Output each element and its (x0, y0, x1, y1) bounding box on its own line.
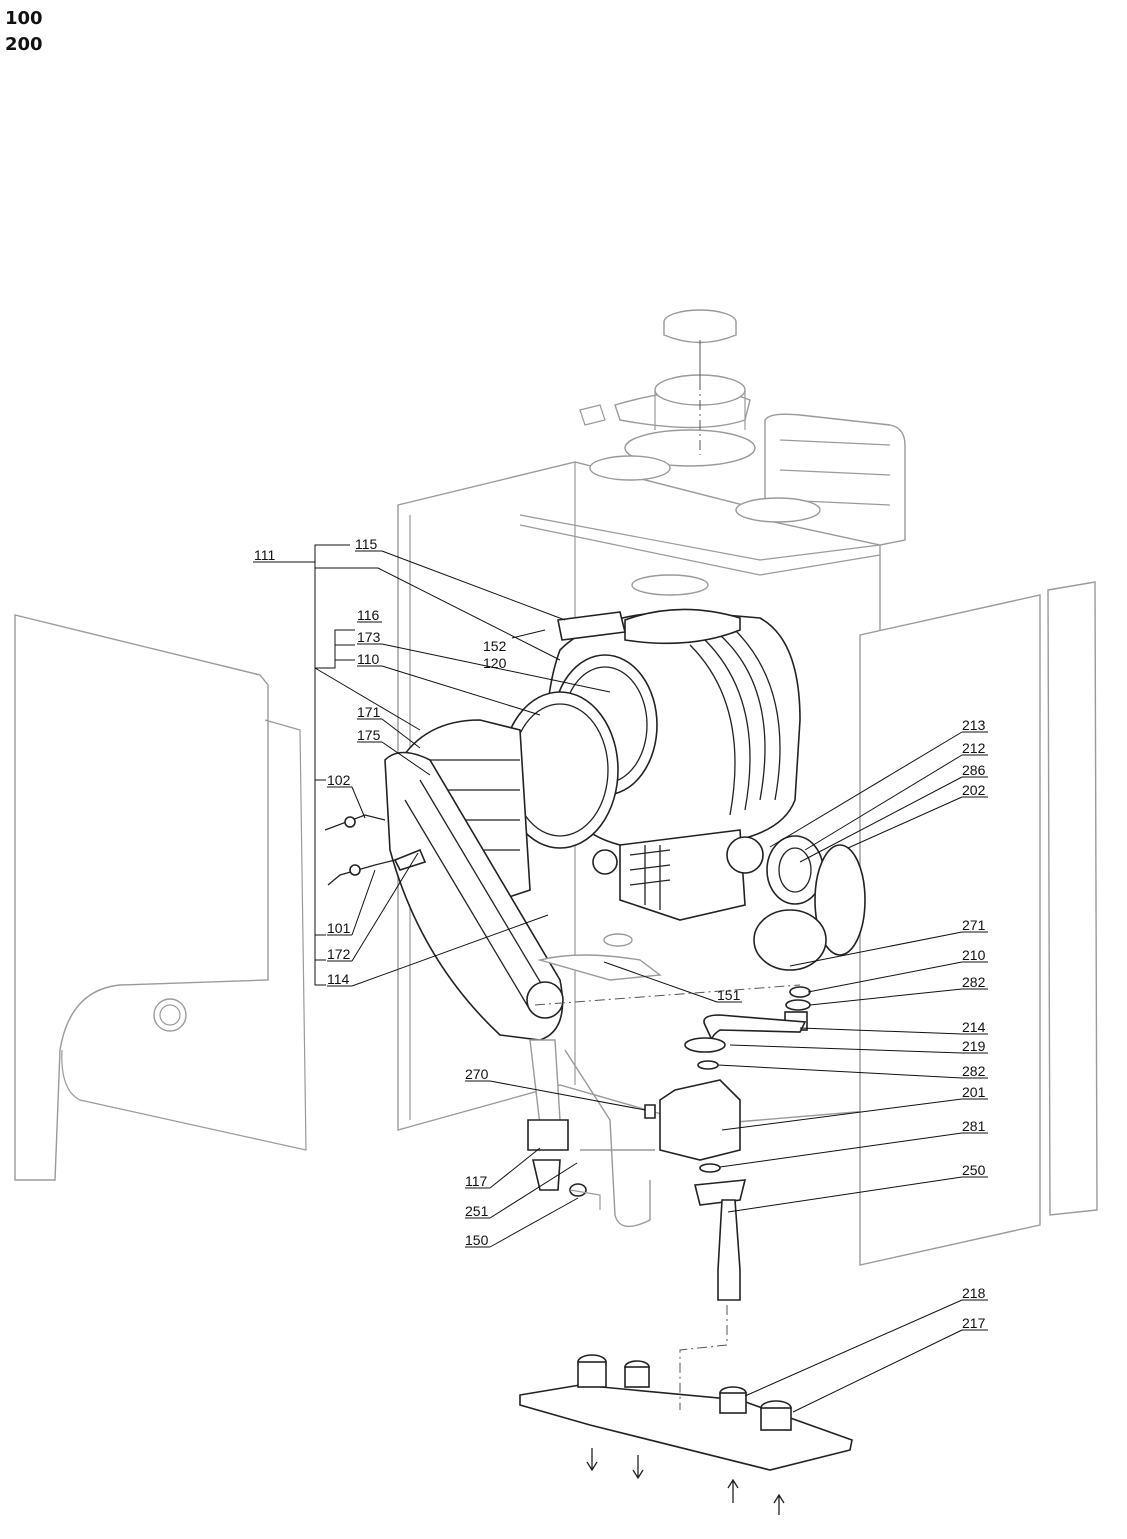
side-panel-left (14, 614, 307, 1181)
connection-arrows (586, 1448, 785, 1515)
flue-adapter (579, 309, 821, 596)
label-115: 115 (355, 536, 378, 552)
label-214: 214 (962, 1019, 986, 1035)
label-212: 212 (962, 740, 986, 756)
label-173: 173 (357, 629, 381, 645)
label-111: 111 (254, 547, 275, 563)
condensate-pipes (527, 933, 662, 1228)
label-150: 150 (465, 1232, 489, 1248)
callout-labels: 111 115 152 120 116 173 110 171 175 102 … (253, 536, 988, 1413)
header-number-2: 200 (5, 34, 43, 55)
label-110: 110 (357, 651, 380, 667)
label-270: 270 (465, 1066, 489, 1082)
label-175: 175 (357, 727, 381, 743)
label-101: 101 (327, 920, 351, 936)
label-210: 210 (962, 947, 986, 963)
connection-plate (519, 1354, 853, 1471)
label-120: 120 (483, 655, 507, 671)
pump-block (753, 835, 866, 1031)
label-117: 117 (465, 1173, 488, 1189)
label-250: 250 (962, 1162, 986, 1178)
label-286: 286 (962, 762, 986, 778)
gas-valve (644, 1014, 807, 1301)
label-219: 219 (962, 1038, 986, 1054)
label-218: 218 (962, 1285, 986, 1301)
label-114: 114 (327, 971, 350, 987)
label-151: 151 (717, 987, 741, 1003)
label-202: 202 (962, 782, 986, 798)
label-282-lower: 282 (962, 1063, 986, 1079)
label-171: 171 (357, 704, 381, 720)
label-217: 217 (962, 1315, 986, 1331)
header-number-1: 100 (5, 8, 43, 29)
ignition-electrodes (324, 814, 427, 886)
label-152: 152 (483, 638, 507, 654)
label-251: 251 (465, 1203, 489, 1219)
label-116: 116 (357, 607, 380, 623)
label-172: 172 (327, 946, 351, 962)
fan-assembly (384, 751, 564, 1041)
label-102: 102 (327, 772, 351, 788)
side-panel-right (859, 581, 1098, 1266)
label-281: 281 (962, 1118, 986, 1134)
label-213: 213 (962, 717, 986, 733)
assembly-axis-lines (534, 340, 801, 1410)
label-282-upper: 282 (962, 974, 986, 990)
label-271: 271 (962, 917, 986, 933)
air-intake-box (592, 829, 764, 921)
label-201: 201 (962, 1084, 986, 1100)
